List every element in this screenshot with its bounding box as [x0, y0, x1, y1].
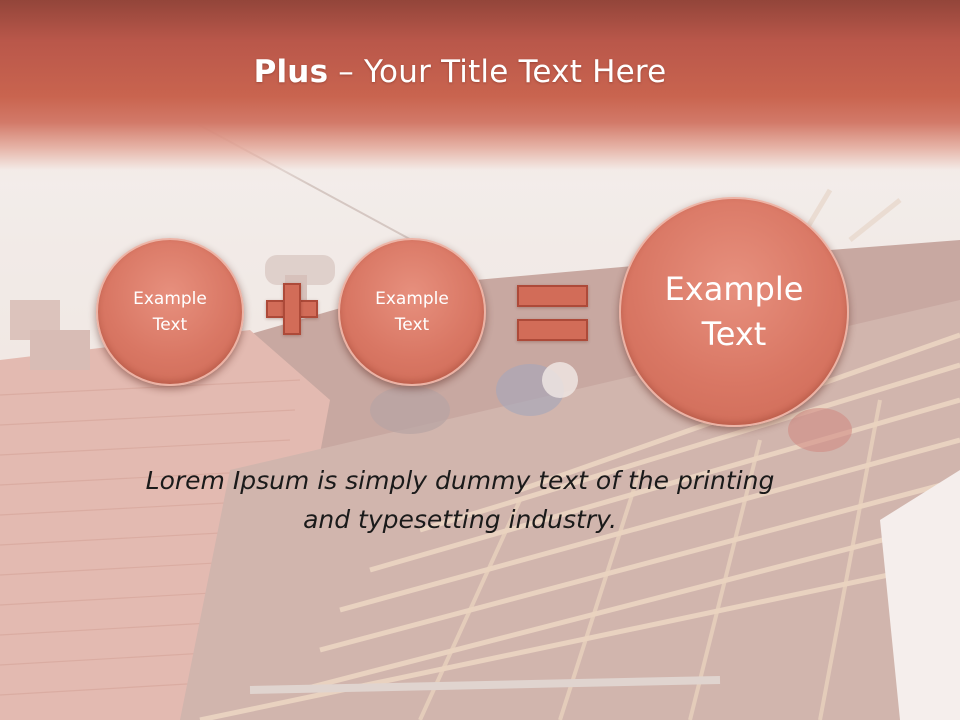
equals-bottom-bar	[517, 319, 588, 341]
example-circle-result[interactable]: Example Text	[619, 197, 849, 427]
title-banner	[0, 0, 960, 185]
body-text-line-2: and typesetting industry.	[303, 504, 617, 534]
circle-3-label: Example Text	[665, 267, 804, 357]
plus-vertical-bar	[283, 283, 301, 335]
equals-top-bar	[517, 285, 588, 307]
slide-title[interactable]: Plus – Your Title Text Here	[0, 54, 920, 90]
body-text[interactable]: Lorem Ipsum is simply dummy text of the …	[100, 462, 820, 540]
body-text-line-1: Lorem Ipsum is simply dummy text of the …	[145, 466, 775, 495]
example-circle-2[interactable]: Example Text	[338, 238, 486, 386]
title-bold-word: Plus	[253, 54, 329, 90]
example-circle-1[interactable]: Example Text	[96, 238, 244, 386]
circle-1-line-1: Example	[133, 288, 207, 309]
circle-2-label: Example Text	[375, 286, 449, 339]
circle-1-line-2: Text	[152, 315, 188, 335]
circle-3-line-2: Text	[701, 315, 767, 353]
circle-1-label: Example Text	[133, 286, 207, 339]
circle-3-line-1: Example	[664, 270, 804, 309]
circle-2-line-2: Text	[394, 315, 430, 335]
circle-2-line-1: Example	[375, 288, 449, 309]
title-text: – Your Title Text Here	[328, 54, 667, 90]
